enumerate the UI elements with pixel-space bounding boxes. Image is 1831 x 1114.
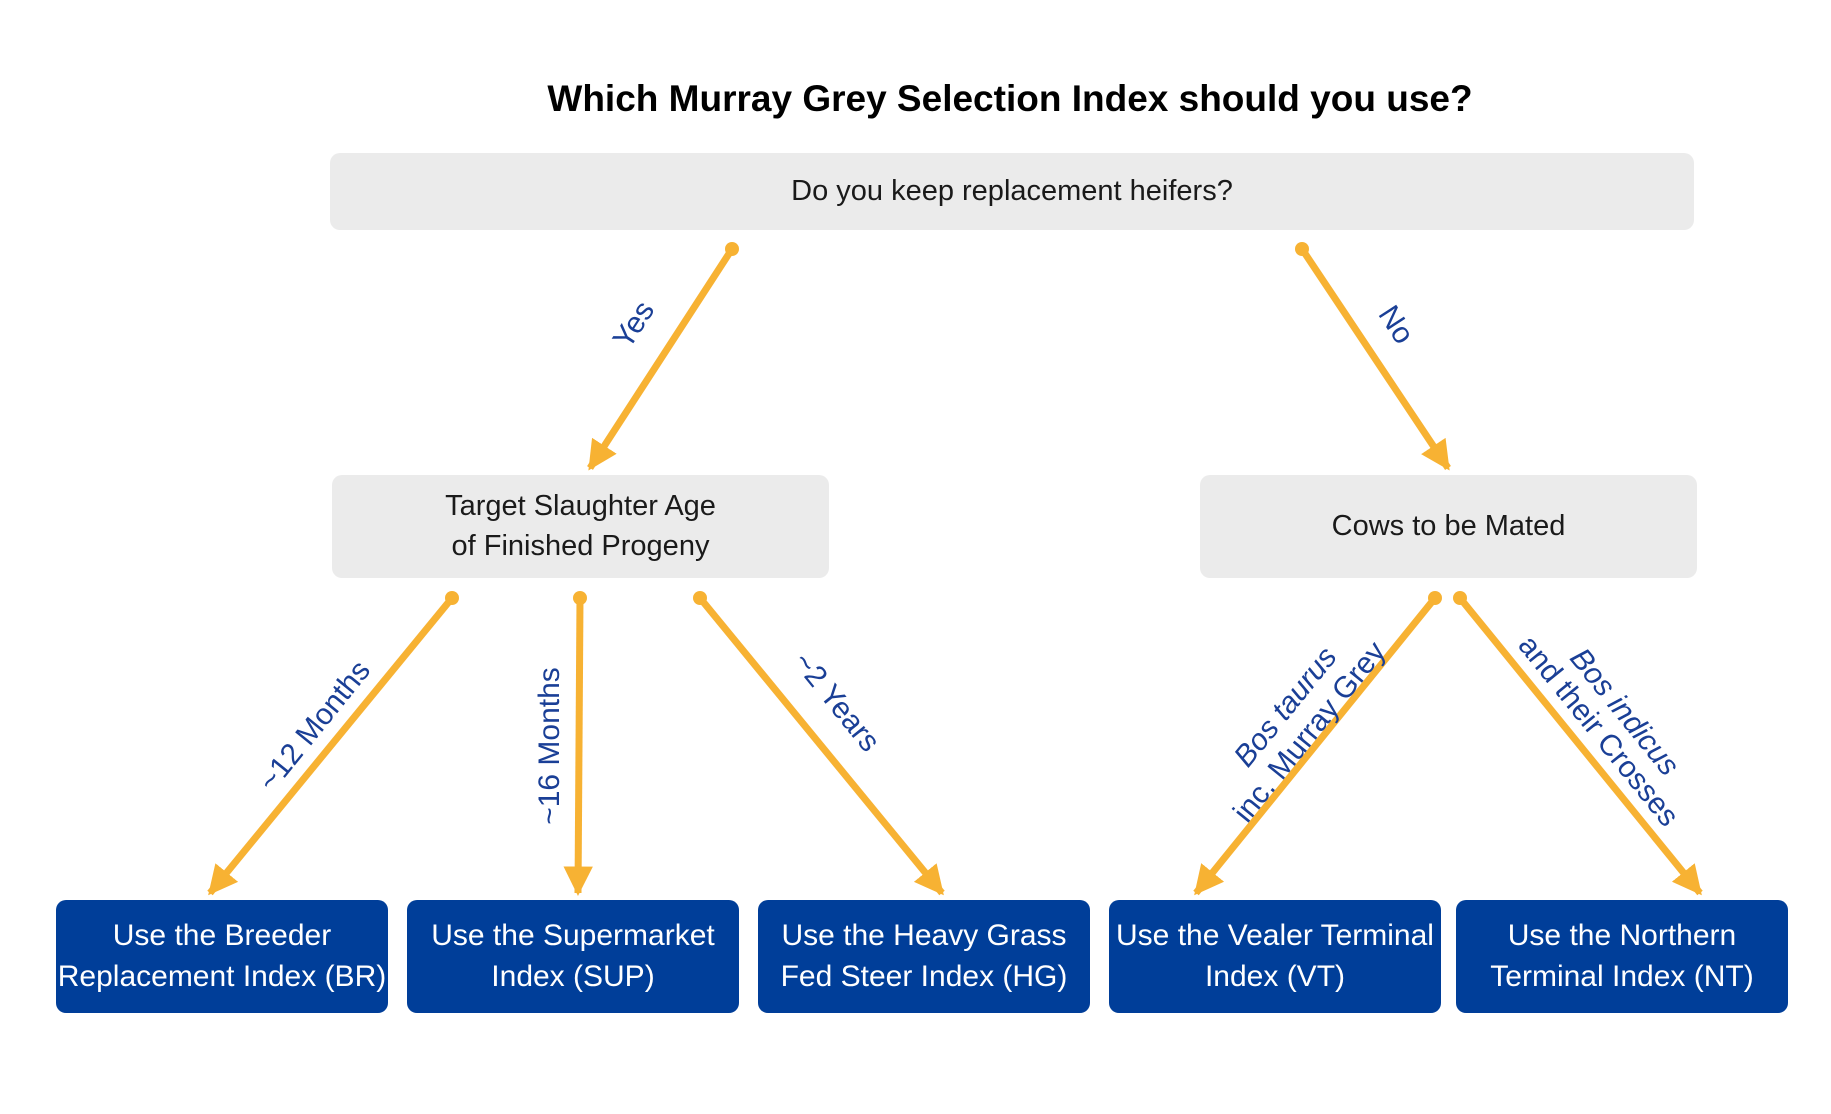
result-br-line2: Replacement Index (BR) [57,959,387,993]
result-supermarket: Use the Supermarket Index (SUP) [407,900,739,1013]
result-hg-line2: Fed Steer Index (HG) [780,959,1068,993]
result-vt-prefix: Use the [1116,919,1228,952]
edge-label-no: No [1372,300,1421,350]
arrow-16-months [563,597,593,896]
result-sup-prefix: Use the [431,919,543,952]
result-hg-prefix: Use the [781,919,894,952]
result-nt-prefix: Use the [1507,919,1620,952]
question-slaughter-age-line1: Target Slaughter Age [445,490,716,523]
edge-label-2-years: ~2 Years [787,646,887,758]
question-cows-to-be-mated-text: Cows to be Mated [1331,509,1566,542]
result-vealer-terminal: Use the Vealer Terminal Index (VT) [1109,900,1441,1013]
result-vt-line2: Index (VT) [1204,959,1346,993]
result-nt-line1: Northern [1619,919,1737,952]
question-slaughter-age-line2: of Finished Progeny [451,529,710,562]
result-br-prefix: Use the [112,919,225,952]
result-heavy-grass-fed: Use the Heavy Grass Fed Steer Index (HG) [758,900,1090,1013]
arrow-yes [587,247,735,471]
question-replacement-heifers-text: Do you keep replacement heifers? [791,174,1233,207]
arrow-12-months [207,595,455,896]
edge-label-12-months: ~12 Months [252,654,377,797]
result-northern-terminal: Use the Northern Terminal Index (NT) [1456,900,1788,1013]
edge-label-16-months: ~16 Months [533,667,566,825]
question-replacement-heifers: Do you keep replacement heifers? [330,153,1694,230]
result-sup-line1: Supermarket [542,919,715,952]
result-br-line1: Breeder [224,919,332,952]
arrow-bos-indicus [1457,595,1703,896]
edge-label-yes: Yes [607,295,661,354]
result-nt-line2: Terminal Index (NT) [1490,959,1754,993]
result-breeder-replacement: Use the Breeder Replacement Index (BR) [56,900,388,1013]
result-sup-line2: Index (SUP) [491,959,655,993]
arrow-2-years [697,595,945,896]
result-vt-line1: Vealer Terminal [1227,919,1434,952]
question-cows-to-be-mated: Cows to be Mated [1200,475,1697,578]
diagram-title: Which Murray Grey Selection Index should… [547,78,1473,119]
arrow-bos-taurus [1193,595,1438,896]
arrow-no [1299,247,1451,471]
question-slaughter-age: Target Slaughter Age of Finished Progeny [332,475,829,578]
result-hg-line1: Heavy Grass [893,919,1067,952]
